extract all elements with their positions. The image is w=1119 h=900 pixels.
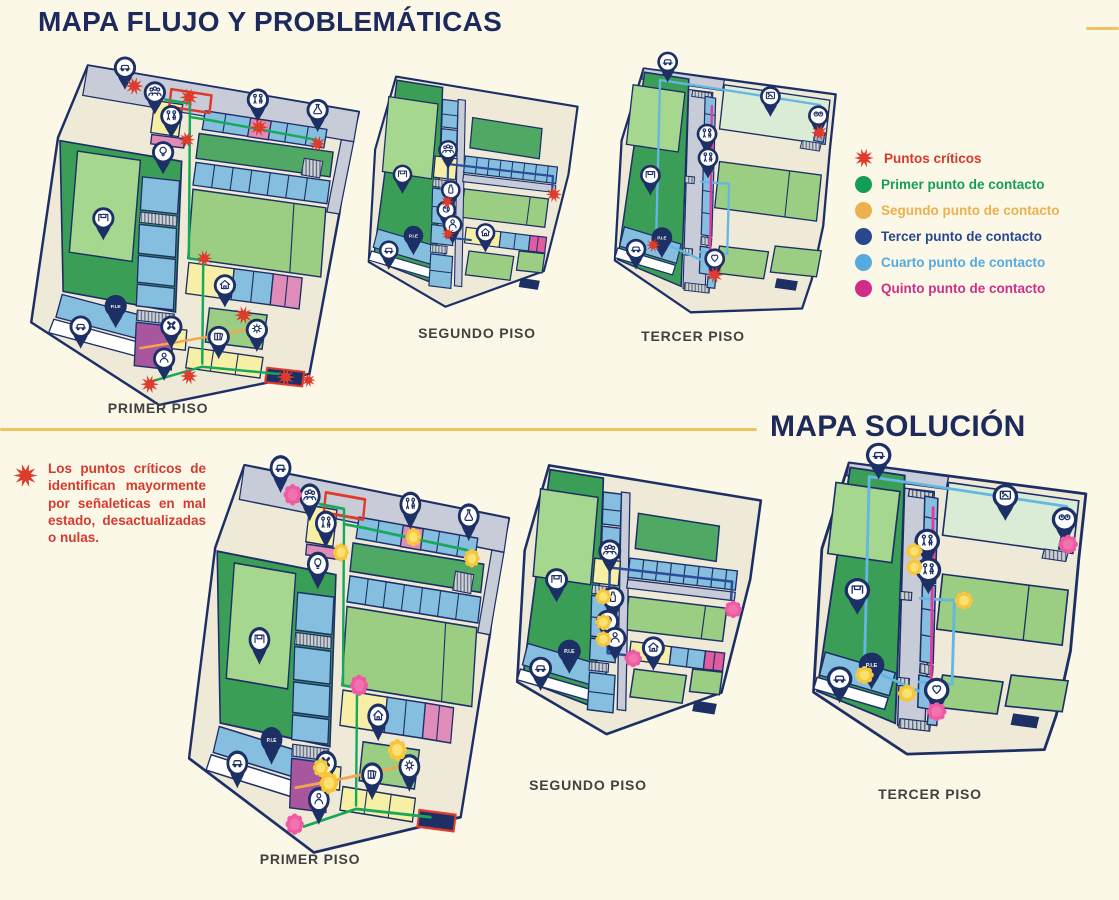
gold-accent-dash <box>1086 27 1119 30</box>
orange-dot-icon <box>855 201 872 219</box>
section-divider <box>0 428 757 431</box>
yellow-flower-marker <box>387 738 407 762</box>
map-tercer-piso-problema <box>612 56 852 344</box>
legend-label: Quinto punto de contacto <box>881 280 1046 296</box>
pink-flower-marker <box>1058 534 1078 554</box>
map-label-segundo-piso: SEGUNDO PISO <box>418 325 536 341</box>
critical-star-icon <box>854 148 874 168</box>
map-segundo-piso-solucion <box>514 460 780 780</box>
yellow-flower-marker <box>595 631 612 648</box>
pink-flower-marker <box>926 702 947 722</box>
yellow-flower-marker <box>333 543 349 562</box>
yellow-flower-marker <box>463 548 480 568</box>
legend-item-second-contact: Segundo punto de contacto <box>855 201 1060 219</box>
note-text: Los puntos críticos de identifican mayor… <box>48 461 206 546</box>
map-label-tercer-piso: TERCER PISO <box>641 328 745 344</box>
legend-label: Cuarto punto de contacto <box>881 254 1046 270</box>
yellow-flower-marker <box>954 591 974 610</box>
yellow-flower-marker <box>595 588 612 605</box>
legend-label: Puntos críticos <box>884 150 982 166</box>
yellow-flower-marker <box>905 559 923 576</box>
yellow-flower-marker <box>905 543 923 560</box>
yellow-flower-marker <box>405 527 422 547</box>
pink-flower-marker <box>724 600 743 619</box>
legend-label: Primer punto de contacto <box>881 176 1045 192</box>
pink-flower-marker <box>349 674 369 697</box>
yellow-flower-marker <box>312 758 329 778</box>
yellow-flower-marker <box>855 665 874 685</box>
critical-star-icon <box>13 463 38 488</box>
legend-item-fourth-contact: Cuarto punto de contacto <box>855 253 1060 271</box>
map-tercer-piso-solucion <box>810 448 1106 792</box>
map-label-tercer-piso: TERCER PISO <box>878 786 982 802</box>
pink-flower-marker <box>624 649 642 668</box>
problem-section-title: MAPA FLUJO Y PROBLEMÁTICAS <box>38 6 503 37</box>
navy-dot-icon <box>855 227 872 245</box>
legend-label: Segundo punto de contacto <box>881 202 1060 218</box>
yellow-flower-marker <box>595 614 612 631</box>
green-dot-icon <box>855 175 872 193</box>
map-primer-piso-solucion <box>182 450 514 856</box>
legend-item-fifth-contact: Quinto punto de contacto <box>855 279 1060 297</box>
map-primer-piso-problema <box>24 52 364 408</box>
legend-item-third-contact: Tercer punto de contacto <box>855 227 1060 245</box>
pink-flower-marker <box>283 484 302 506</box>
legend-item-critical: Puntos críticos <box>854 148 1060 168</box>
magenta-dot-icon <box>855 279 872 297</box>
map-label-primer-piso: PRIMER PISO <box>259 851 361 867</box>
light-blue-dot-icon <box>855 253 872 271</box>
map-segundo-piso-problema <box>366 72 594 346</box>
map-label-segundo-piso: SEGUNDO PISO <box>529 777 647 793</box>
critical-points-note: Los puntos críticos de identifican mayor… <box>8 460 208 546</box>
solution-section-title: MAPA SOLUCIÓN <box>770 410 1026 443</box>
map-label-primer-piso: PRIMER PISO <box>107 400 209 416</box>
yellow-flower-marker <box>897 684 917 703</box>
legend-item-first-contact: Primer punto de contacto <box>855 175 1060 193</box>
legend: Puntos críticos Primer punto de contacto… <box>854 148 1060 297</box>
pink-flower-marker <box>285 813 304 835</box>
legend-label: Tercer punto de contacto <box>881 228 1043 244</box>
